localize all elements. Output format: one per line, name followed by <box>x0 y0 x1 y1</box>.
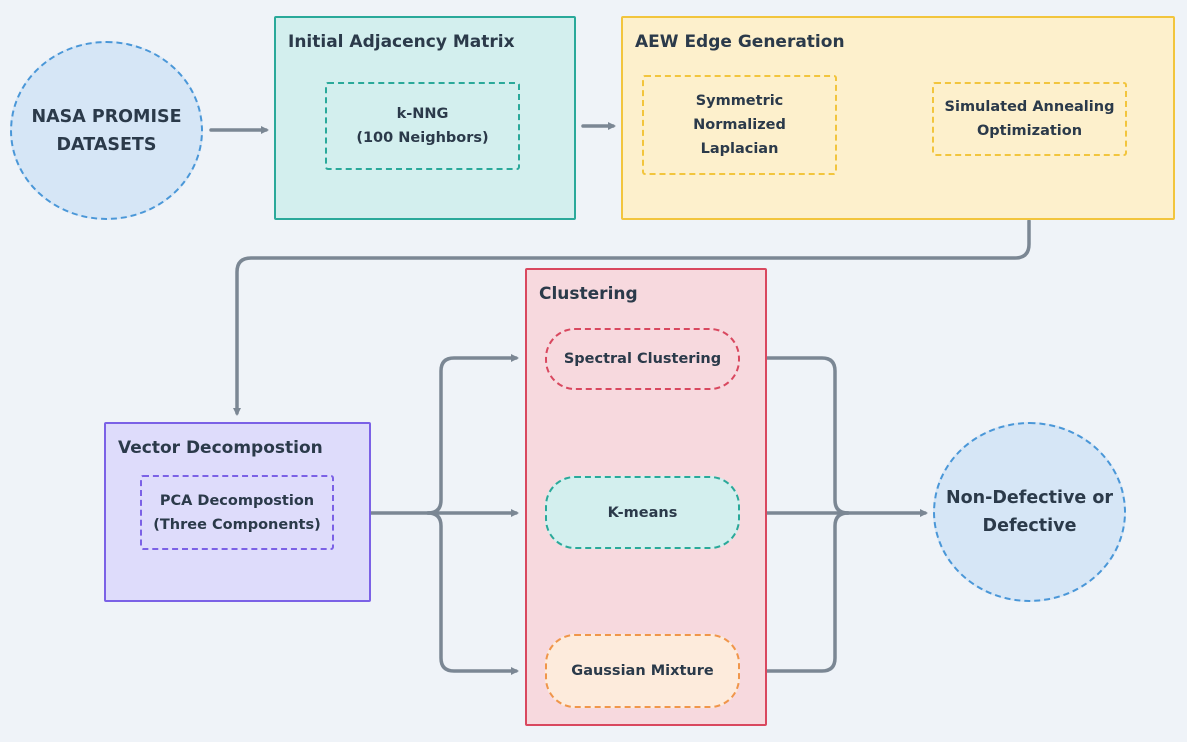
knng-label: k-NNG (100 Neighbors) <box>356 106 489 146</box>
spectral-clustering-node: Spectral Clustering <box>545 328 740 390</box>
knng-node: k-NNG (100 Neighbors) <box>325 82 520 170</box>
gaussian-mixture-node: Gaussian Mixture <box>545 634 740 708</box>
aew-edge-generation-title: AEW Edge Generation <box>635 32 845 52</box>
line-gaussian-to-output <box>765 511 850 673</box>
pca-label: PCA Decompostion (Three Components) <box>153 492 321 533</box>
arrow-vector-to-gaussian <box>426 511 519 675</box>
gaussian-mixture-label: Gaussian Mixture <box>571 663 714 679</box>
source-datasets-node: NASA PROMISE DATASETS <box>10 41 203 220</box>
pca-node: PCA Decompostion (Three Components) <box>140 475 334 550</box>
kmeans-node: K-means <box>545 476 740 549</box>
output-classification-node: Non-Defective or Defective <box>933 422 1126 602</box>
adjacency-matrix-title: Initial Adjacency Matrix <box>288 32 515 52</box>
vector-decomposition-title: Vector Decompostion <box>118 438 323 458</box>
annealing-node: Simulated Annealing Optimization <box>932 82 1127 156</box>
spectral-clustering-label: Spectral Clustering <box>563 351 722 367</box>
source-datasets-label: NASA PROMISE DATASETS <box>31 106 182 155</box>
arrow-vector-to-spectral <box>426 354 519 515</box>
line-spectral-to-output <box>765 356 850 515</box>
clustering-title: Clustering <box>539 284 638 304</box>
kmeans-label: K-means <box>607 504 678 521</box>
laplacian-label: Symmetric Normalized Laplacian <box>693 93 786 157</box>
annealing-label: Simulated Annealing Optimization <box>944 99 1115 139</box>
output-classification-label: Non-Defective or Defective <box>945 488 1114 536</box>
laplacian-node: Symmetric Normalized Laplacian <box>642 75 837 175</box>
